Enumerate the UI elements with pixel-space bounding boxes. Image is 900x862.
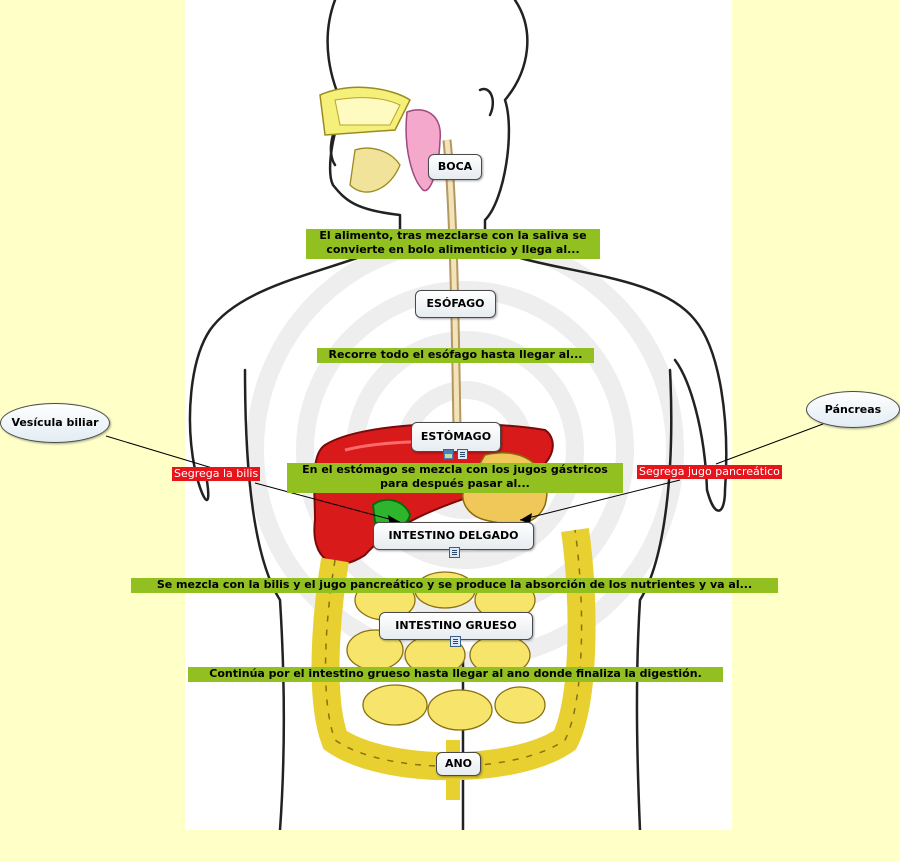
node-esofago-label: ESÓFAGO — [426, 297, 485, 310]
node-boca[interactable]: BOCA — [428, 154, 482, 180]
node-pancreas[interactable]: Páncreas — [806, 391, 900, 428]
node-ano[interactable]: ANO — [436, 752, 481, 776]
link-vesicula-bilis-text: Segrega la bilis — [174, 467, 259, 480]
link-estomago-delgado: En el estómago se mezcla con los jugos g… — [287, 463, 623, 493]
node-intestino-delgado-label: INTESTINO DELGADO — [388, 529, 519, 542]
link-esofago-estomago: Recorre todo el esófago hasta llegar al.… — [317, 348, 594, 363]
link-esofago-estomago-text: Recorre todo el esófago hasta llegar al.… — [328, 348, 583, 361]
link-delgado-grueso: Se mezcla con la bilis y el jugo pancreá… — [131, 578, 778, 593]
node-ano-label: ANO — [444, 757, 473, 770]
link-estomago-delgado-line1: En el estómago se mezcla con los jugos g… — [302, 463, 608, 476]
link-boca-esofago-line1: El alimento, tras mezclarse con la saliv… — [319, 229, 587, 242]
node-vesicula-biliar[interactable]: Vesícula biliar — [0, 403, 110, 443]
node-intestino-delgado[interactable]: INTESTINO DELGADO — [373, 522, 534, 550]
node-estomago[interactable]: ESTÓMAGO — [411, 422, 501, 452]
link-grueso-ano: Continúa por el intestino grueso hasta l… — [188, 667, 723, 682]
link-pancreas-jugo: Segrega jugo pancreático — [637, 465, 782, 479]
link-pancreas-jugo-text: Segrega jugo pancreático — [639, 465, 780, 478]
node-boca-label: BOCA — [437, 160, 473, 173]
document-icon[interactable] — [450, 636, 461, 647]
node-pancreas-label: Páncreas — [824, 403, 882, 416]
node-estomago-label: ESTÓMAGO — [420, 430, 492, 443]
image-icon[interactable] — [443, 449, 454, 460]
link-boca-esofago: El alimento, tras mezclarse con la saliv… — [306, 229, 600, 259]
document-icon[interactable] — [457, 449, 468, 460]
node-vesicula-biliar-label: Vesícula biliar — [11, 416, 99, 429]
link-delgado-grueso-text: Se mezcla con la bilis y el jugo pancreá… — [156, 578, 753, 591]
node-intestino-grueso-label: INTESTINO GRUESO — [395, 619, 517, 632]
node-esofago[interactable]: ESÓFAGO — [415, 290, 496, 318]
link-grueso-ano-text: Continúa por el intestino grueso hasta l… — [209, 667, 702, 680]
node-intestino-grueso[interactable]: INTESTINO GRUESO — [379, 612, 533, 640]
link-boca-esofago-line2: convierte en bolo alimenticio y llega al… — [326, 243, 580, 256]
link-estomago-delgado-line2: para después pasar al... — [380, 477, 530, 490]
document-icon[interactable] — [449, 547, 460, 558]
link-vesicula-bilis: Segrega la bilis — [172, 467, 261, 481]
